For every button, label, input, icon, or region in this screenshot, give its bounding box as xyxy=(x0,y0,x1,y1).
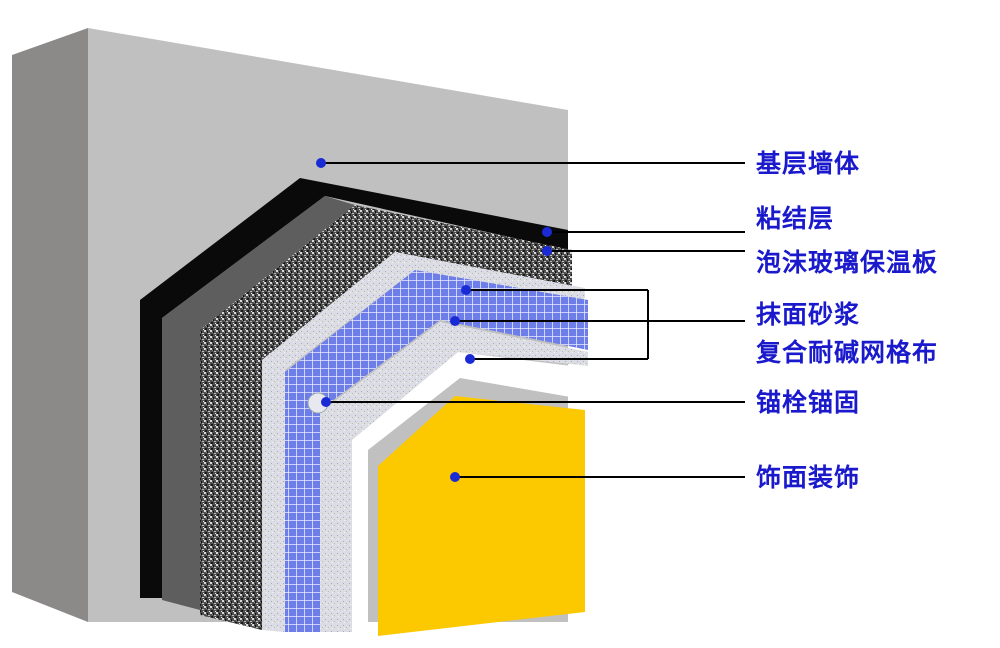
label-insulation-board: 泡沫玻璃保温板 xyxy=(756,248,939,277)
label-base-wall: 基层墙体 xyxy=(756,149,861,178)
marker-dot xyxy=(542,227,552,237)
marker-dot xyxy=(316,158,326,168)
marker-dot xyxy=(461,285,471,295)
plaster-mortar-inner xyxy=(320,322,588,632)
finish-decoration xyxy=(378,396,585,636)
label-plaster-mortar: 抹面砂浆 xyxy=(756,300,861,329)
base-wall-side xyxy=(12,28,88,622)
marker-dot xyxy=(450,472,460,482)
label-mesh-cloth: 复合耐碱网格布 xyxy=(756,338,939,367)
insulation-board xyxy=(200,205,572,630)
marker-dot xyxy=(450,316,460,326)
label-adhesive: 粘结层 xyxy=(756,204,835,233)
finish-gap xyxy=(352,352,588,638)
label-finish: 饰面装饰 xyxy=(756,463,861,492)
insulation-board-side xyxy=(162,196,355,610)
label-anchor: 锚栓锚固 xyxy=(756,388,861,417)
marker-dot xyxy=(465,354,475,364)
marker-dot xyxy=(321,397,331,407)
mesh-cloth-layer xyxy=(285,270,588,632)
marker-dot xyxy=(542,246,552,256)
